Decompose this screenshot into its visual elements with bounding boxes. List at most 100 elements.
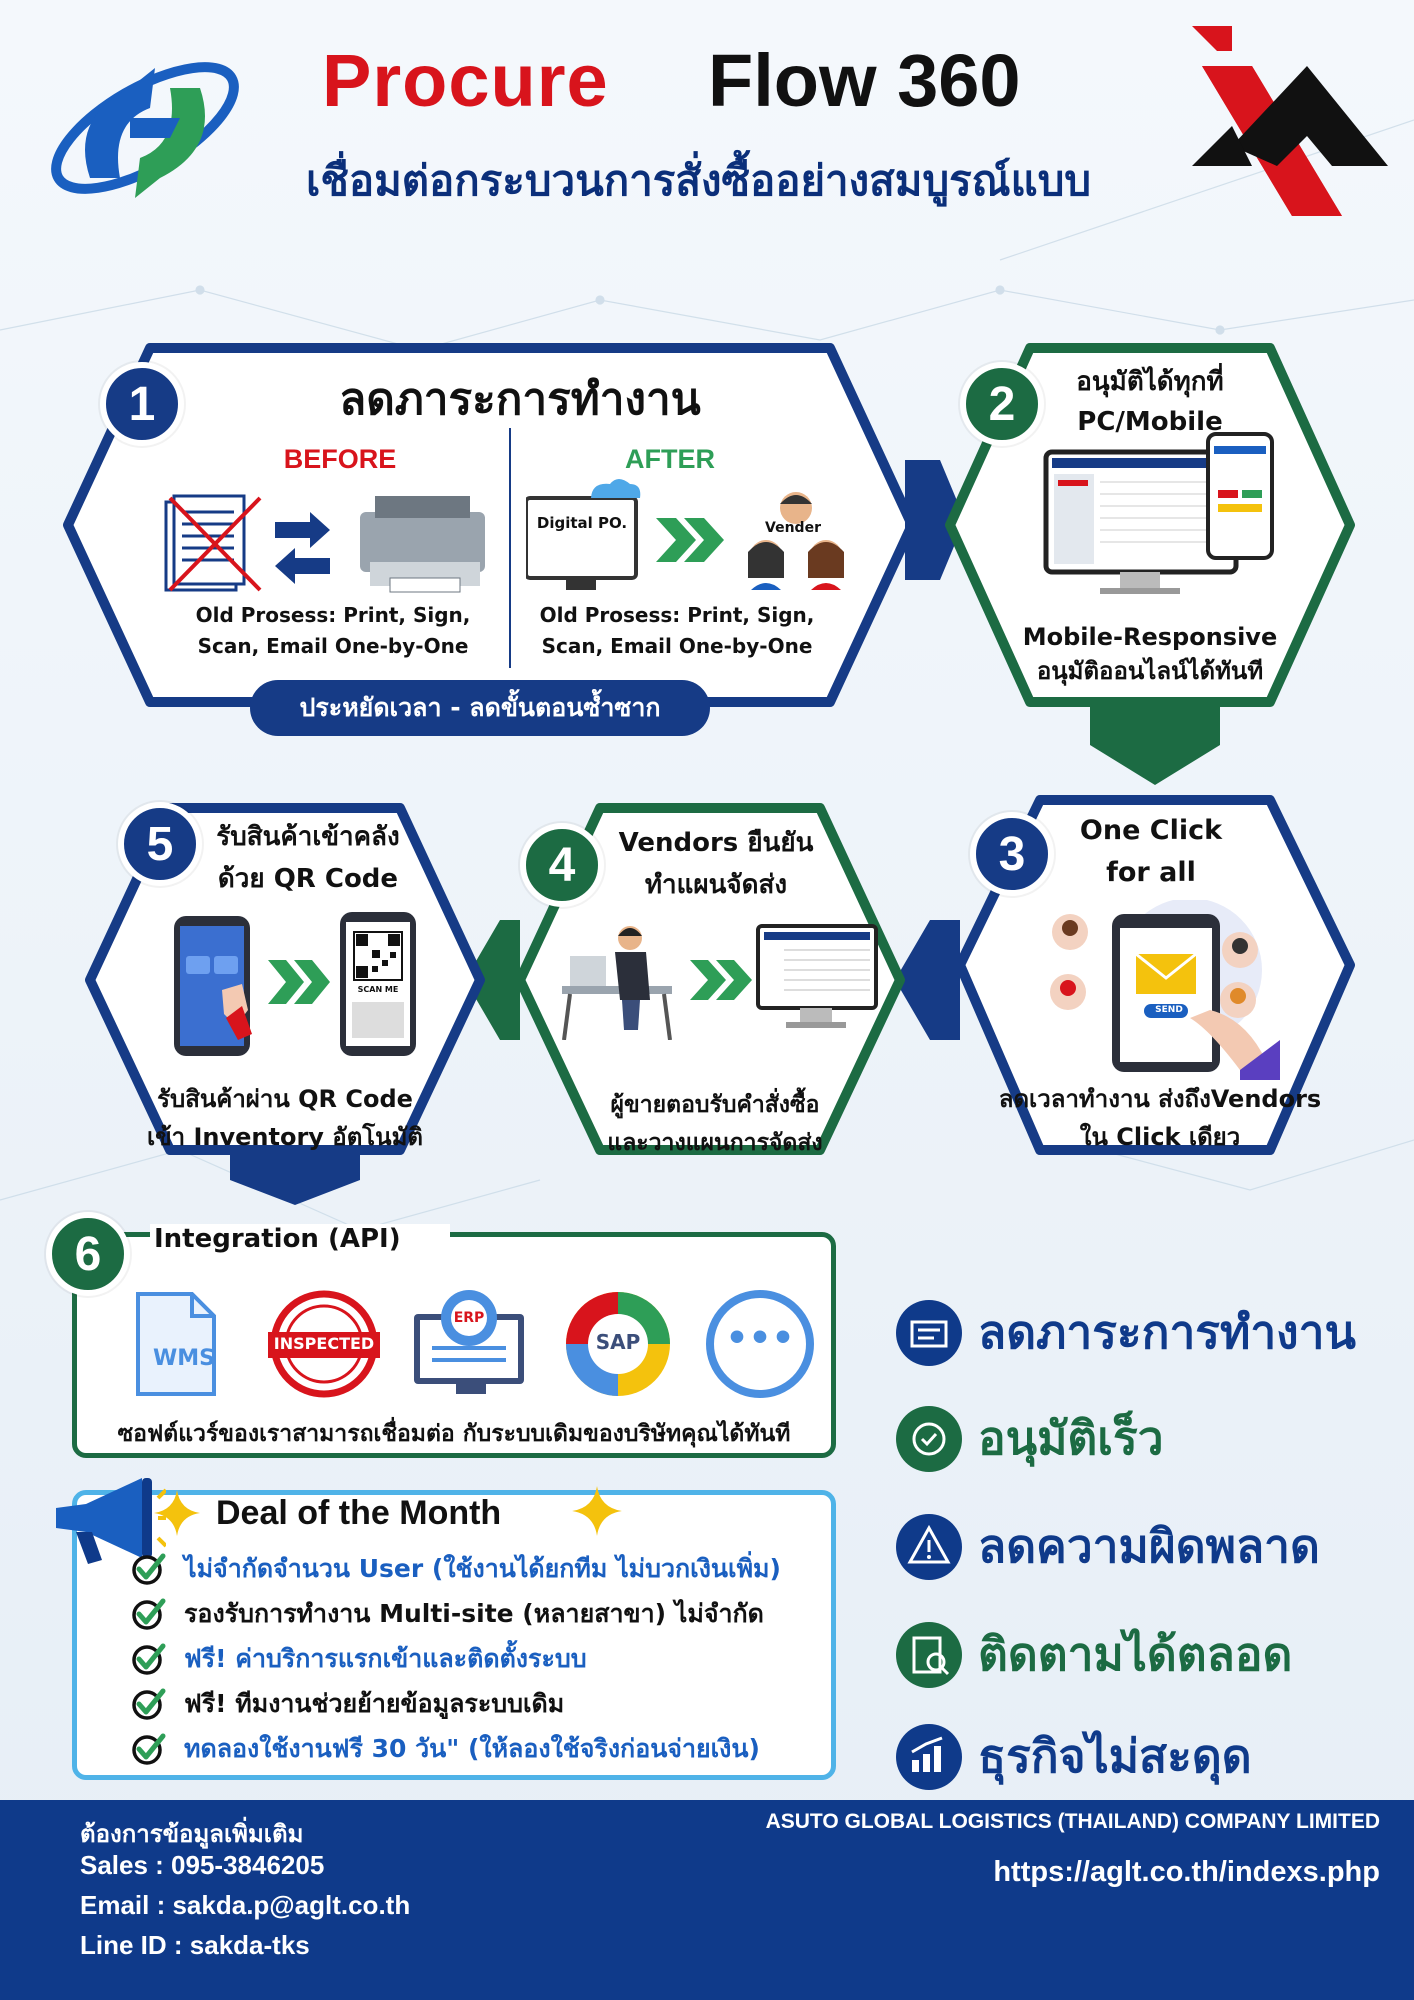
step-1-divider: [509, 428, 511, 668]
deal-item: ทดลองใช้งานฟรี 30 วัน" (ให้ลองใช้จริงก่อ…: [130, 1726, 830, 1771]
deal-item-label: รองรับการทำงาน Multi-site (หลายสาขา) ไม่…: [184, 1598, 764, 1628]
deal-item: รองรับการทำงาน Multi-site (หลายสาขา) ไม่…: [130, 1591, 830, 1636]
benefit-label: ลดภาระการทำงาน: [978, 1305, 1356, 1359]
step-1-pill: ประหยัดเวลา - ลดขั้นตอนซ้ำซาก: [250, 680, 710, 736]
sap-label: SAP: [595, 1330, 641, 1354]
tracking-icon: [896, 1621, 962, 1688]
title-procure: Procure: [322, 39, 609, 122]
step-5-title-line2: ด้วย QR Code: [217, 864, 399, 894]
before-description: Old Prosess: Print, Sign, Scan, Email On…: [195, 603, 471, 658]
benefit-label: อนุมัติเร็ว: [978, 1411, 1164, 1465]
step-6-badge: 6: [46, 1212, 130, 1296]
inspected-label: INSPECTED: [273, 1334, 375, 1353]
vendor-confirm-illustration: [562, 924, 878, 1040]
step-2-description: Mobile-Responsive อนุมัติออนไลน์ได้ทันที: [1004, 620, 1296, 688]
step-3-title-line1: One Click: [1079, 815, 1223, 846]
checkmark-icon: [132, 1733, 166, 1765]
deal-item-label: ฟรี! ทีมงานช่วยย้ายข้อมูลระบบเดิม: [184, 1688, 565, 1718]
step-4-title: Vendors ยืนยัน ทำแผนจัดส่ง: [606, 822, 826, 906]
step-2-desc-line1: Mobile-Responsive: [1022, 623, 1278, 651]
step-4-title-line1: Vendors ยืนยัน: [618, 828, 814, 858]
step-5-badge: 5: [118, 802, 202, 886]
megaphone-icon: [56, 1478, 166, 1564]
benefit-label: ติดตามได้ตลอด: [978, 1627, 1293, 1681]
footer-info-title: ต้องการข้อมูลเพิ่มเติม: [80, 1821, 304, 1848]
deal-item-label: ทดลองใช้งานฟรี 30 วัน" (ให้ลองใช้จริงก่อ…: [184, 1733, 760, 1763]
sap-icon: [566, 1292, 670, 1396]
step-5-title-line1: รับสินค้าเข้าคลัง: [216, 822, 400, 852]
step-4-description: ผู้ขายตอบรับคำสั่งซื้อ และวางแผนการจัดส่…: [580, 1086, 850, 1162]
deal-panel: [72, 1490, 836, 1780]
subtitle: เชื่อมต่อกระบวนการสั่งซื้ออย่างสมบูรณ์แบ…: [306, 156, 1092, 205]
footer-line-id: Line ID : sakda-tks: [80, 1930, 310, 1960]
step-3-desc-line2: ใน Click เดียว: [1079, 1123, 1241, 1151]
step-1-badge: 1: [100, 362, 184, 446]
benefit-label: ลดความผิดพลาด: [978, 1519, 1320, 1573]
send-label: SEND: [1155, 1005, 1183, 1015]
benefit-item: อนุมัติเร็ว: [896, 1402, 1164, 1475]
step-4-desc-line1: ผู้ขายตอบรับคำสั่งซื้อ: [610, 1092, 820, 1118]
deal-item-label: ไม่จำกัดจำนวน User (ใช้งานได้ยกทีม ไม่บว…: [184, 1553, 781, 1583]
wms-icon: [136, 1292, 216, 1396]
step-2-title-line2: PC/Mobile: [1077, 407, 1223, 437]
more-options-icon: [706, 1290, 814, 1398]
step-5-title: รับสินค้าเข้าคลัง ด้วย QR Code: [198, 816, 418, 900]
before-illustration: [164, 494, 485, 593]
sparkle-right-icon: [572, 1486, 622, 1536]
deal-item: ฟรี! ค่าบริการแรกเข้าและติดตั้งระบบ: [130, 1636, 830, 1681]
footer-url[interactable]: https://aglt.co.th/indexs.php: [993, 1856, 1380, 1888]
before-label: BEFORE: [283, 444, 397, 474]
integration-icons: [136, 1290, 814, 1398]
step-5-desc-line1: รับสินค้าผ่าน QR Code: [157, 1085, 413, 1113]
one-click-illustration: [1050, 900, 1280, 1080]
workload-icon: [896, 1299, 962, 1366]
step-3-desc-line1: ลดเวลาทำงาน ส่งถึงVendors: [998, 1085, 1322, 1113]
error-reduce-icon: [896, 1513, 962, 1580]
after-illustration: [526, 479, 844, 590]
vender-label: Vender: [765, 520, 821, 536]
ixa-logo: [1192, 26, 1388, 216]
pc-mobile-illustration: [1043, 432, 1274, 594]
after-description: Old Prosess: Print, Sign, Scan, Email On…: [539, 603, 815, 658]
business-growth-icon: [896, 1723, 962, 1790]
step-4-desc-line2: และวางแผนการจัดส่ง: [607, 1130, 823, 1156]
step-4-badge: 4: [520, 823, 604, 907]
footer-sales: Sales : 095-3846205: [80, 1850, 325, 1880]
checkmark-icon: [132, 1688, 166, 1720]
erp-icon: [414, 1290, 524, 1394]
step-2-badge: 2: [960, 362, 1044, 446]
more-label: •••: [725, 1318, 795, 1359]
inspected-icon: [268, 1290, 380, 1398]
after-label: AFTER: [625, 444, 715, 474]
benefit-item: ลดความผิดพลาด: [896, 1510, 1320, 1583]
step-5-description: รับสินค้าผ่าน QR Code เข้า Inventory อัต…: [130, 1080, 440, 1156]
step-3-description: ลดเวลาทำงาน ส่งถึงVendors ใน Click เดียว: [990, 1080, 1330, 1156]
step-3-title-line2: for all: [1106, 857, 1196, 888]
scan-me-label: SCAN ME: [357, 985, 399, 994]
integration-description: ซอฟต์แวร์ของเราสามารถเชื่อมต่อ กับระบบเด…: [117, 1421, 791, 1447]
procure-flow-logo: [51, 62, 239, 198]
deal-title: Deal of the Month: [216, 1494, 502, 1532]
step-5-desc-line2: เข้า Inventory อัตโนมัติ: [147, 1123, 423, 1151]
benefit-label: ธุรกิจไม่สะดุด: [978, 1729, 1252, 1783]
title-flow360: Flow 360: [708, 39, 1021, 122]
benefit-item: ลดภาระการทำงาน: [896, 1296, 1356, 1369]
deal-item: ฟรี! ทีมงานช่วยย้ายข้อมูลระบบเดิม: [130, 1681, 830, 1726]
erp-label: ERP: [453, 1310, 485, 1326]
checkmark-icon: [132, 1553, 166, 1585]
deal-list: ไม่จำกัดจำนวน User (ใช้งานได้ยกทีม ไม่บว…: [130, 1546, 830, 1771]
deal-item-label: ฟรี! ค่าบริการแรกเข้าและติดตั้งระบบ: [184, 1643, 587, 1673]
step-1-title: ลดภาระการทำงาน: [339, 374, 701, 425]
step-4-title-line2: ทำแผนจัดส่ง: [644, 870, 788, 900]
step-2-title: อนุมัติได้ทุกที่ PC/Mobile: [1040, 362, 1260, 442]
step-2-title-line1: อนุมัติได้ทุกที่: [1076, 367, 1224, 397]
sparkle-left-icon: [154, 1490, 200, 1536]
footer-email[interactable]: Email : sakda.p@aglt.co.th: [80, 1890, 411, 1920]
checkmark-icon: [132, 1598, 166, 1630]
digital-po-label: Digital PO.: [536, 514, 628, 532]
benefit-item: ติดตามได้ตลอด: [896, 1618, 1292, 1691]
qr-scan-illustration: [174, 912, 416, 1056]
step-6-title: Integration (API): [150, 1224, 450, 1254]
footer: [0, 1800, 1414, 2000]
fast-approve-icon: [896, 1405, 962, 1472]
